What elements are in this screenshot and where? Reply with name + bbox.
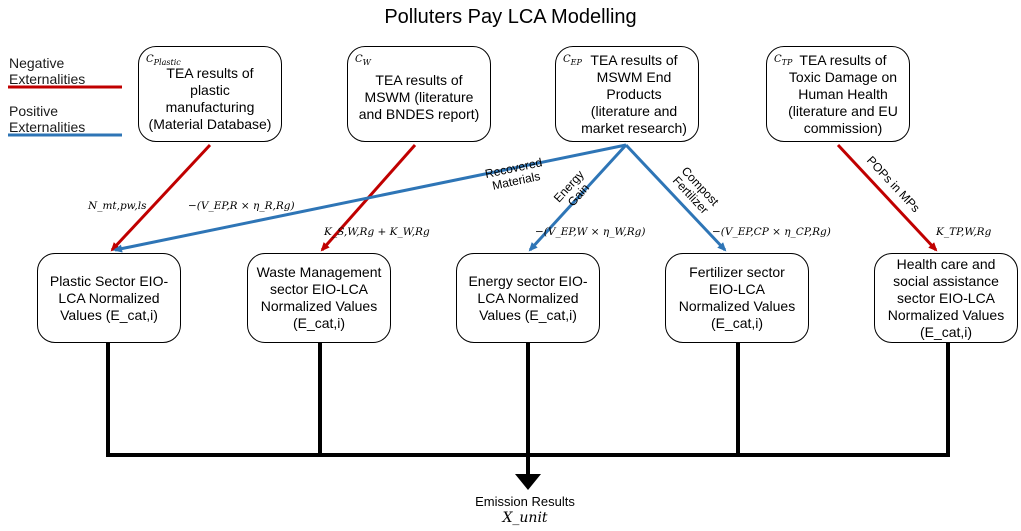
box-energy-sector: Energy sector EIO-LCA Normalized Values … <box>456 253 600 343</box>
emission-results-symbol: X_unit <box>502 510 548 526</box>
formula-n-mt: N_mt,pw,ls <box>88 200 147 212</box>
formula-k-sw: K_S,W,Rg + K_W,Rg <box>324 226 430 238</box>
symbol-c-plastic: CPlastic <box>146 54 181 67</box>
legend-positive-label: Positive Externalities <box>9 103 86 135</box>
formula-v-ep-cp: −(V_EP,CP × η_CP,Rg) <box>712 226 831 238</box>
symbol-c-tp: CTP <box>774 54 793 67</box>
symbol-c-w: CW <box>355 54 371 67</box>
emission-results: Emission Results X_unit <box>430 494 620 526</box>
box-tea-toxic-text: TEA results of Toxic Damage on Human Hea… <box>788 51 898 136</box>
box-waste-sector-text: Waste Management sector EIO-LCA Normaliz… <box>256 264 382 331</box>
formula-v-ep-r: −(V_EP,R × η_R,Rg) <box>188 200 295 212</box>
box-fertilizer-sector-text: Fertilizer sector EIO-LCA Normalized Val… <box>678 264 796 331</box>
box-health-sector-text: Health care and social assistance sector… <box>887 255 1005 340</box>
box-health-sector: Health care and social assistance sector… <box>874 253 1018 343</box>
box-tea-end-products-text: TEA results of MSWM End Products (litera… <box>581 51 687 136</box>
arrow-plastic-cost <box>110 143 212 252</box>
box-energy-sector-text: Energy sector EIO-LCA Normalized Values … <box>468 272 588 323</box>
box-fertilizer-sector: Fertilizer sector EIO-LCA Normalized Val… <box>665 253 809 343</box>
box-tea-toxic: CTP TEA results of Toxic Damage on Human… <box>766 46 910 142</box>
box-tea-end-products: CEP TEA results of MSWM End Products (li… <box>555 46 699 142</box>
symbol-c-ep: CEP <box>563 54 582 67</box>
box-tea-plastic: CPlastic TEA results of plastic manufact… <box>138 46 282 142</box>
legend-negative-label: Negative Externalities <box>9 55 86 87</box>
box-plastic-sector: Plastic Sector EIO-LCA Normalized Values… <box>37 253 181 343</box>
arrow-pops <box>836 143 938 252</box>
box-tea-mswm-text: TEA results of MSWM (literature and BNDE… <box>358 71 480 122</box>
arrow-energy-gain <box>528 143 628 252</box>
box-tea-mswm: CW TEA results of MSWM (literature and B… <box>347 46 491 142</box>
formula-k-tp: K_TP,W,Rg <box>936 226 992 238</box>
emission-results-label: Emission Results <box>475 494 575 509</box>
arrow-compost-fertilizer <box>624 143 727 252</box>
diagram-title: Polluters Pay LCA Modelling <box>384 6 637 28</box>
arrow-recovered-materials <box>113 143 627 253</box>
output-arrowhead <box>515 474 541 490</box>
collector-lines <box>106 343 950 476</box>
box-waste-sector: Waste Management sector EIO-LCA Normaliz… <box>247 253 391 343</box>
box-tea-plastic-text: TEA results of plastic manufacturing (Ma… <box>148 65 272 132</box>
box-plastic-sector-text: Plastic Sector EIO-LCA Normalized Values… <box>49 272 169 323</box>
formula-v-ep-w: −(V_EP,W × η_W,Rg) <box>535 226 646 238</box>
